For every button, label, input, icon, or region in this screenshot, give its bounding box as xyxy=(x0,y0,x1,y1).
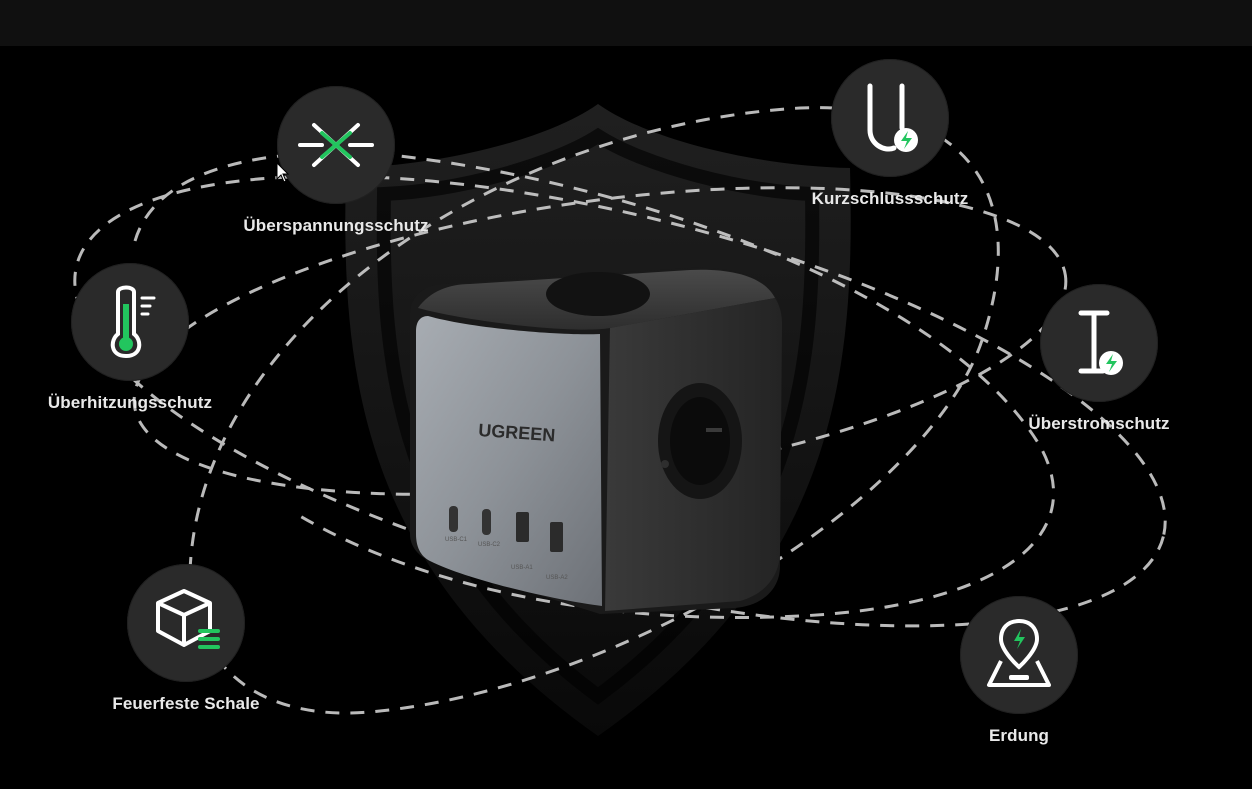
cube-icon xyxy=(156,589,220,649)
ground-badge xyxy=(960,596,1078,714)
thermometer-icon xyxy=(110,285,156,359)
feature-label-surge: Überspannungsschutz xyxy=(243,216,429,235)
feature-fireproof: Feuerfeste Schale xyxy=(66,564,306,714)
u-bolt-icon xyxy=(867,83,918,152)
background-graphic: UGREEN USB-C1 USB-C2 USB-A1 USB-A2 xyxy=(73,104,1167,736)
feature-overheat: Überhitzungsschutz xyxy=(10,263,250,413)
svg-text:USB-A1: USB-A1 xyxy=(511,565,533,571)
feature-overcurrent: Überstromschutz xyxy=(979,284,1219,434)
mouse-pointer-icon xyxy=(276,162,290,183)
top-bar xyxy=(0,0,1252,46)
fireproof-badge xyxy=(127,564,245,682)
feature-label-short: Kurzschlussschutz xyxy=(811,189,969,208)
feature-label-ground: Erdung xyxy=(988,726,1050,745)
short-badge xyxy=(831,59,949,177)
feature-short-circuit: Kurzschlussschutz xyxy=(770,59,1010,209)
feature-label-fireproof: Feuerfeste Schale xyxy=(112,694,260,713)
current-badge xyxy=(1040,284,1158,402)
i-beam-bolt-icon xyxy=(1078,310,1123,375)
feature-grounding: Erdung xyxy=(899,596,1139,746)
svg-text:USB-C1: USB-C1 xyxy=(445,537,468,543)
svg-text:USB-C2: USB-C2 xyxy=(478,542,501,548)
svg-text:USB-A2: USB-A2 xyxy=(546,575,568,581)
product-cube: UGREEN USB-C1 USB-C2 USB-A1 USB-A2 xyxy=(410,267,782,614)
feature-illustration: UGREEN USB-C1 USB-C2 USB-A1 USB-A2 xyxy=(0,46,1252,789)
ground-pin-icon xyxy=(987,618,1051,687)
feature-label-heat: Überhitzungsschutz xyxy=(47,393,213,412)
heat-badge xyxy=(71,263,189,381)
surge-badge xyxy=(277,86,395,204)
feature-label-current: Überstromschutz xyxy=(1028,414,1170,433)
cross-arrows-icon xyxy=(298,123,374,167)
feature-surge-protection: Überspannungsschutz xyxy=(216,86,456,236)
